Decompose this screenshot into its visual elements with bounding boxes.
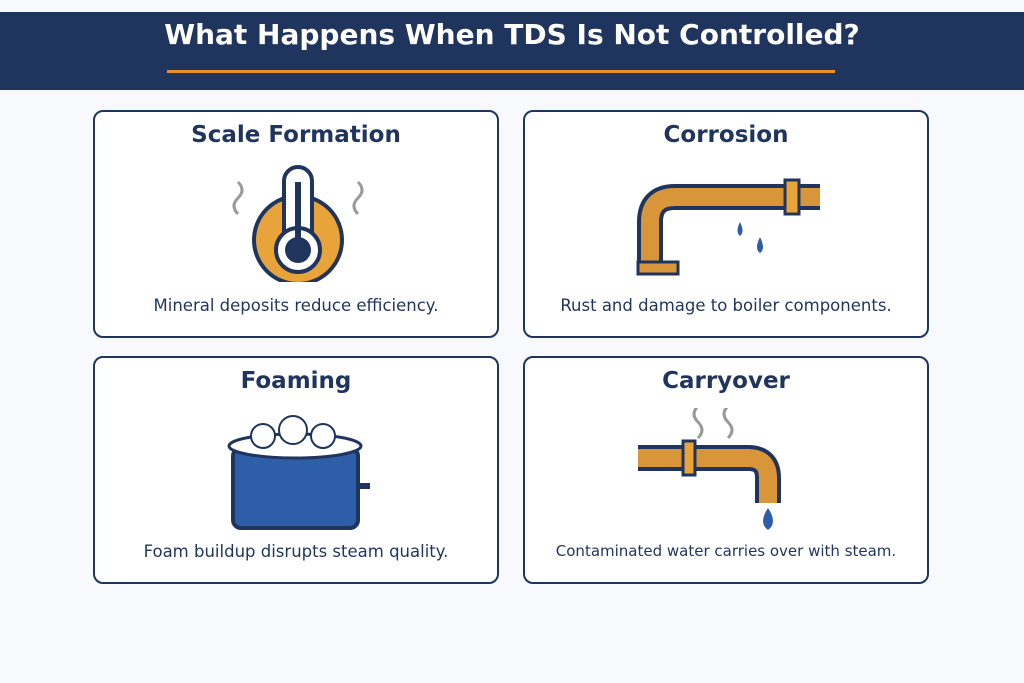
rusty-pipe-icon xyxy=(636,178,820,276)
page-title: What Happens When TDS Is Not Controlled? xyxy=(164,18,860,51)
card-text: Contaminated water carries over with ste… xyxy=(555,542,897,560)
card-foaming: Foaming Foam buildup disrupts steam qual… xyxy=(93,356,499,584)
card-heading: Corrosion xyxy=(663,122,789,148)
card-heading: Carryover xyxy=(662,368,790,394)
card-heading: Scale Formation xyxy=(191,122,401,148)
steaming-pipe-icon xyxy=(638,408,781,530)
card-text: Rust and damage to boiler components. xyxy=(560,296,892,315)
title-underline xyxy=(167,70,835,73)
card-carryover: Carryover Contaminated water carries ove… xyxy=(523,356,929,584)
foaming-tank-icon xyxy=(227,415,370,530)
title-banner xyxy=(0,12,1024,90)
card-scale-formation: Scale Formation Mineral deposits reduce … xyxy=(93,110,499,338)
card-text: Mineral deposits reduce efficiency. xyxy=(153,296,439,315)
card-corrosion: Corrosion Rust and damage to boiler comp… xyxy=(523,110,929,338)
thermometer-gear-icon xyxy=(232,165,364,282)
card-text: Foam buildup disrupts steam quality. xyxy=(143,542,449,561)
card-heading: Foaming xyxy=(240,368,352,394)
